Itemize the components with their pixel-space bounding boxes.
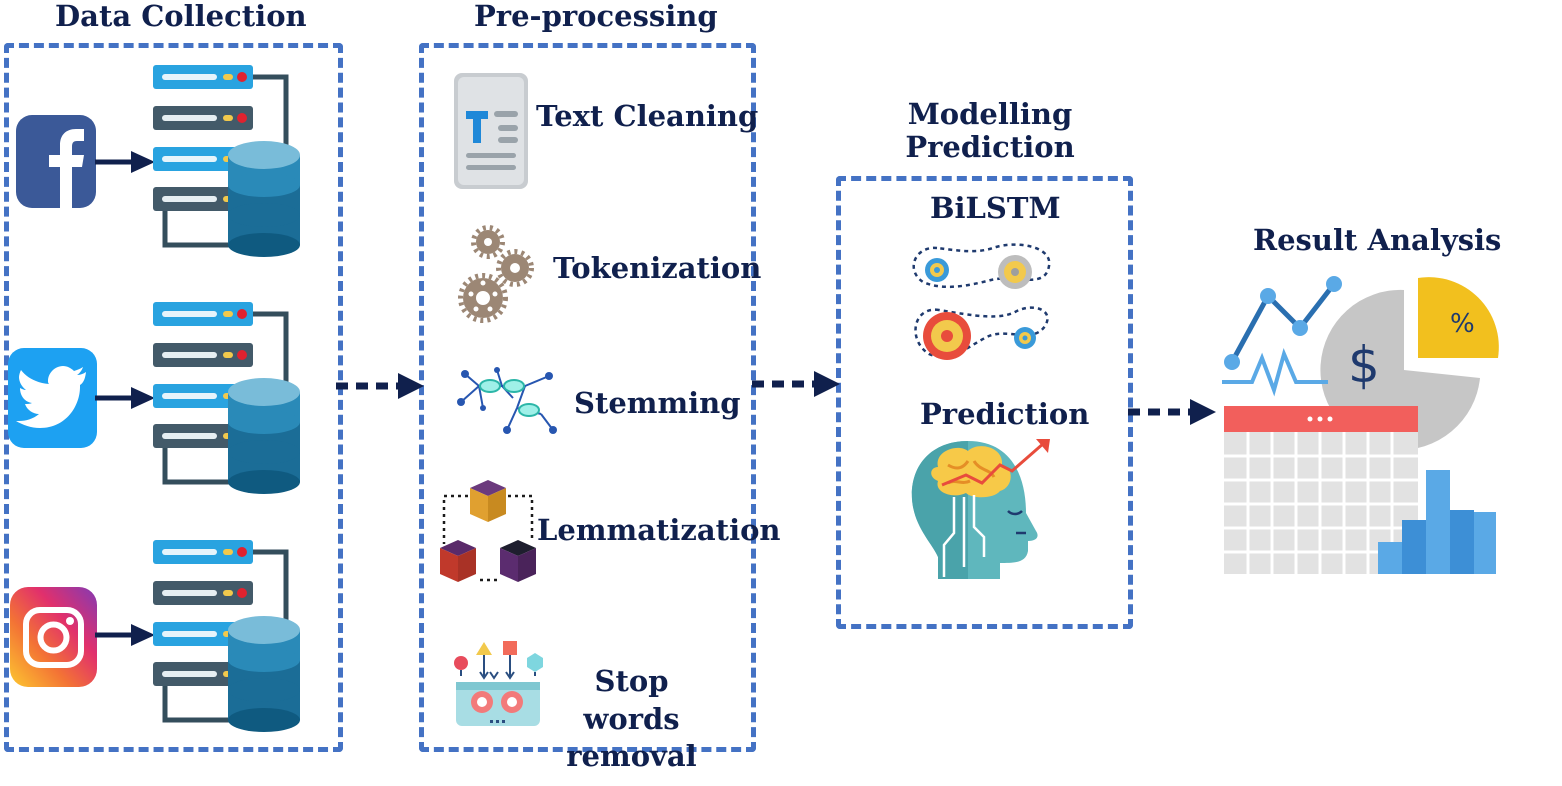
svg-text:$: $: [1348, 336, 1380, 394]
data-collection-box: [4, 43, 343, 752]
svg-text:%: %: [1450, 309, 1475, 339]
lemmatization-label: Lemmatization: [537, 513, 781, 547]
filter-machine-icon: [452, 638, 544, 730]
server-database-icon: [150, 65, 302, 260]
modelling-box: [836, 176, 1133, 629]
text-document-icon: [454, 73, 528, 189]
flow-arrow-2: [750, 370, 842, 398]
stemming-label: Stemming: [574, 386, 741, 420]
data-collection-title: Data Collection: [55, 0, 307, 33]
preprocessing-title: Pre-processing: [474, 0, 718, 33]
text-cleaning-label: Text Cleaning: [536, 99, 759, 133]
neural-gears-icon: [905, 240, 1053, 366]
server-database-icon: [150, 540, 302, 735]
tokenization-label: Tokenization: [553, 251, 762, 285]
prediction-label: Prediction: [920, 397, 1090, 431]
preprocessing-box: [419, 43, 756, 752]
server-database-icon: [150, 302, 302, 497]
analytics-dashboard-icon: % $: [1218, 270, 1502, 580]
bilstm-label: BiLSTM: [930, 191, 1061, 225]
gears-icon: [458, 225, 538, 323]
modelling-title: Modelling Prediction: [905, 97, 1075, 165]
arrow-icon: [95, 386, 157, 410]
flow-arrow-3: [1126, 398, 1218, 426]
twitter-icon: [8, 348, 97, 448]
arrow-icon: [95, 623, 157, 647]
instagram-icon: [10, 587, 97, 687]
cubes-icon: [440, 480, 540, 584]
brain-head-icon: [908, 437, 1052, 581]
result-analysis-title: Result Analysis: [1253, 223, 1502, 257]
arrow-icon: [95, 150, 157, 174]
stop-words-removal-label: Stop words removal: [566, 664, 697, 774]
flow-arrow-1: [334, 372, 426, 400]
facebook-icon: [16, 115, 96, 208]
molecule-network-icon: [457, 367, 559, 436]
